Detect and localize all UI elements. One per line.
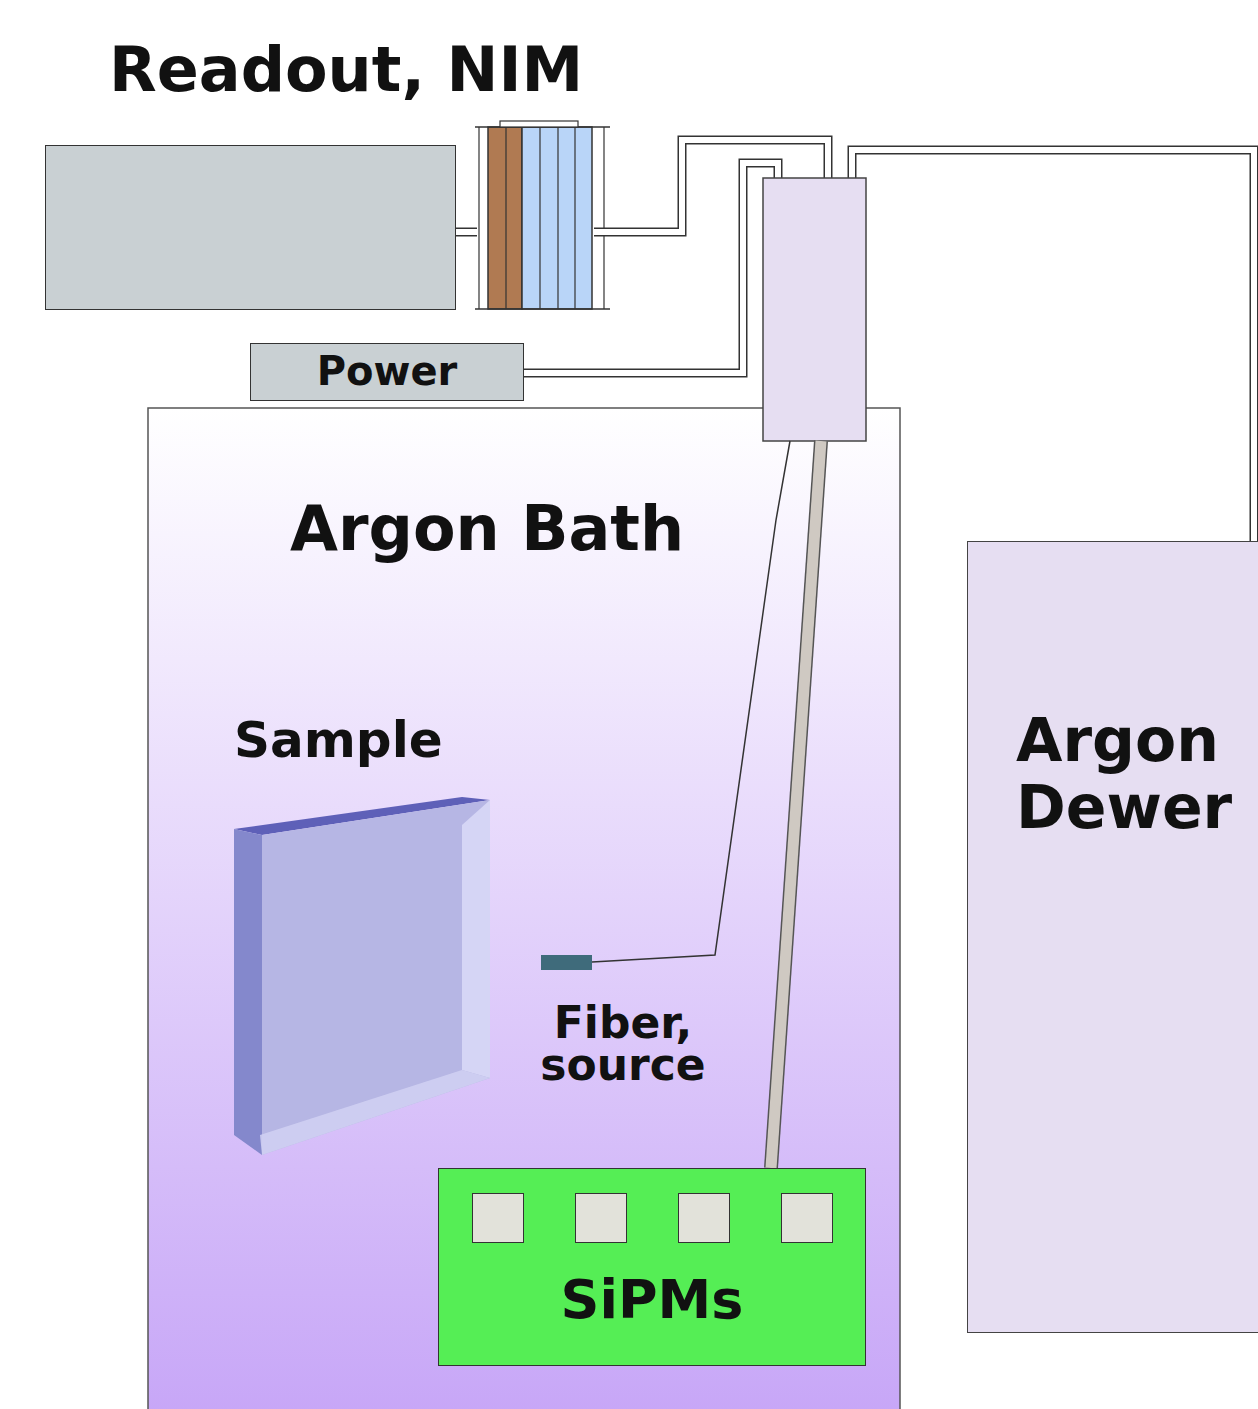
fiber-tip [541,955,592,970]
bath-fill [148,408,900,1409]
cable [524,140,1254,541]
power-box: Power [250,343,524,401]
fiber-source: Fiber, source [528,950,728,1090]
sample: Sample [228,712,498,1162]
node-label: Readout, NIM [109,34,669,105]
node-label: Power [251,348,523,394]
nim-crate [475,121,610,309]
wire [456,229,477,235]
signal-tube [771,441,821,1168]
sipm-chip [678,1193,730,1243]
sipm-chip [575,1193,627,1243]
feedthrough [763,178,866,441]
sample-slab [234,797,490,1155]
node-label: Argon Dewer [1016,707,1256,841]
wire [456,228,477,237]
argon-dewar: Argon Dewer [967,541,1258,1333]
sipm-board: SiPMs [438,1168,866,1366]
node-label: SiPMs [439,1269,865,1331]
node-label: Sample [234,712,494,770]
signal-tube [771,441,821,1168]
argon-bath: SampleFiber, sourceSiPMs Argon Bath [148,408,900,1409]
node-label: Fiber, source [528,1002,718,1086]
node-label: Argon Bath [290,493,790,564]
readout-box: Readout, NIM [45,145,456,310]
sipm-chip [472,1193,524,1243]
sipm-chip [781,1193,833,1243]
